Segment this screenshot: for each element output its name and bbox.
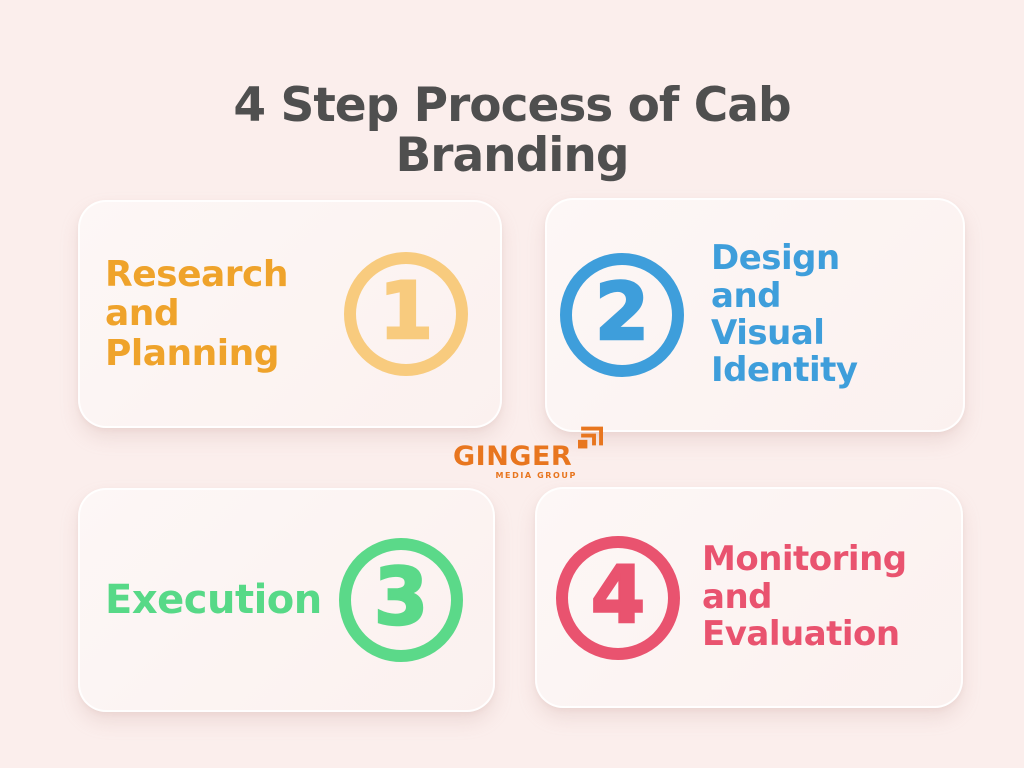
step-number: 1: [378, 267, 435, 357]
logo-brand-text: GINGER: [453, 441, 573, 472]
step-number: 2: [594, 268, 651, 358]
step-label: Monitoring and Evaluation: [702, 539, 907, 655]
step-number: 4: [590, 550, 647, 641]
step-number-badge: 2: [560, 253, 684, 377]
logo-tagline-text: MEDIA GROUP: [495, 471, 577, 480]
step-card-execution: Execution 3: [78, 488, 495, 712]
brand-logo: GINGER MEDIA GROUP: [453, 426, 603, 480]
step-card-research-planning: Research and Planning 1: [78, 200, 502, 428]
step-number: 3: [373, 553, 430, 643]
page-title: 4 Step Process of Cab Branding: [233, 78, 791, 184]
step-card-design-visual-identity: 2 Design and Visual Identity: [545, 198, 965, 432]
nested-squares-growth-icon: [578, 426, 603, 449]
step-label: Research and Planning: [105, 253, 289, 374]
step-card-monitoring-evaluation: 4 Monitoring and Evaluation: [535, 487, 963, 708]
step-number-badge: 3: [339, 538, 463, 662]
step-label: Execution: [105, 577, 322, 623]
step-number-badge: 4: [556, 535, 680, 660]
step-label: Design and Visual Identity: [711, 238, 858, 391]
step-number-badge: 1: [344, 252, 468, 376]
